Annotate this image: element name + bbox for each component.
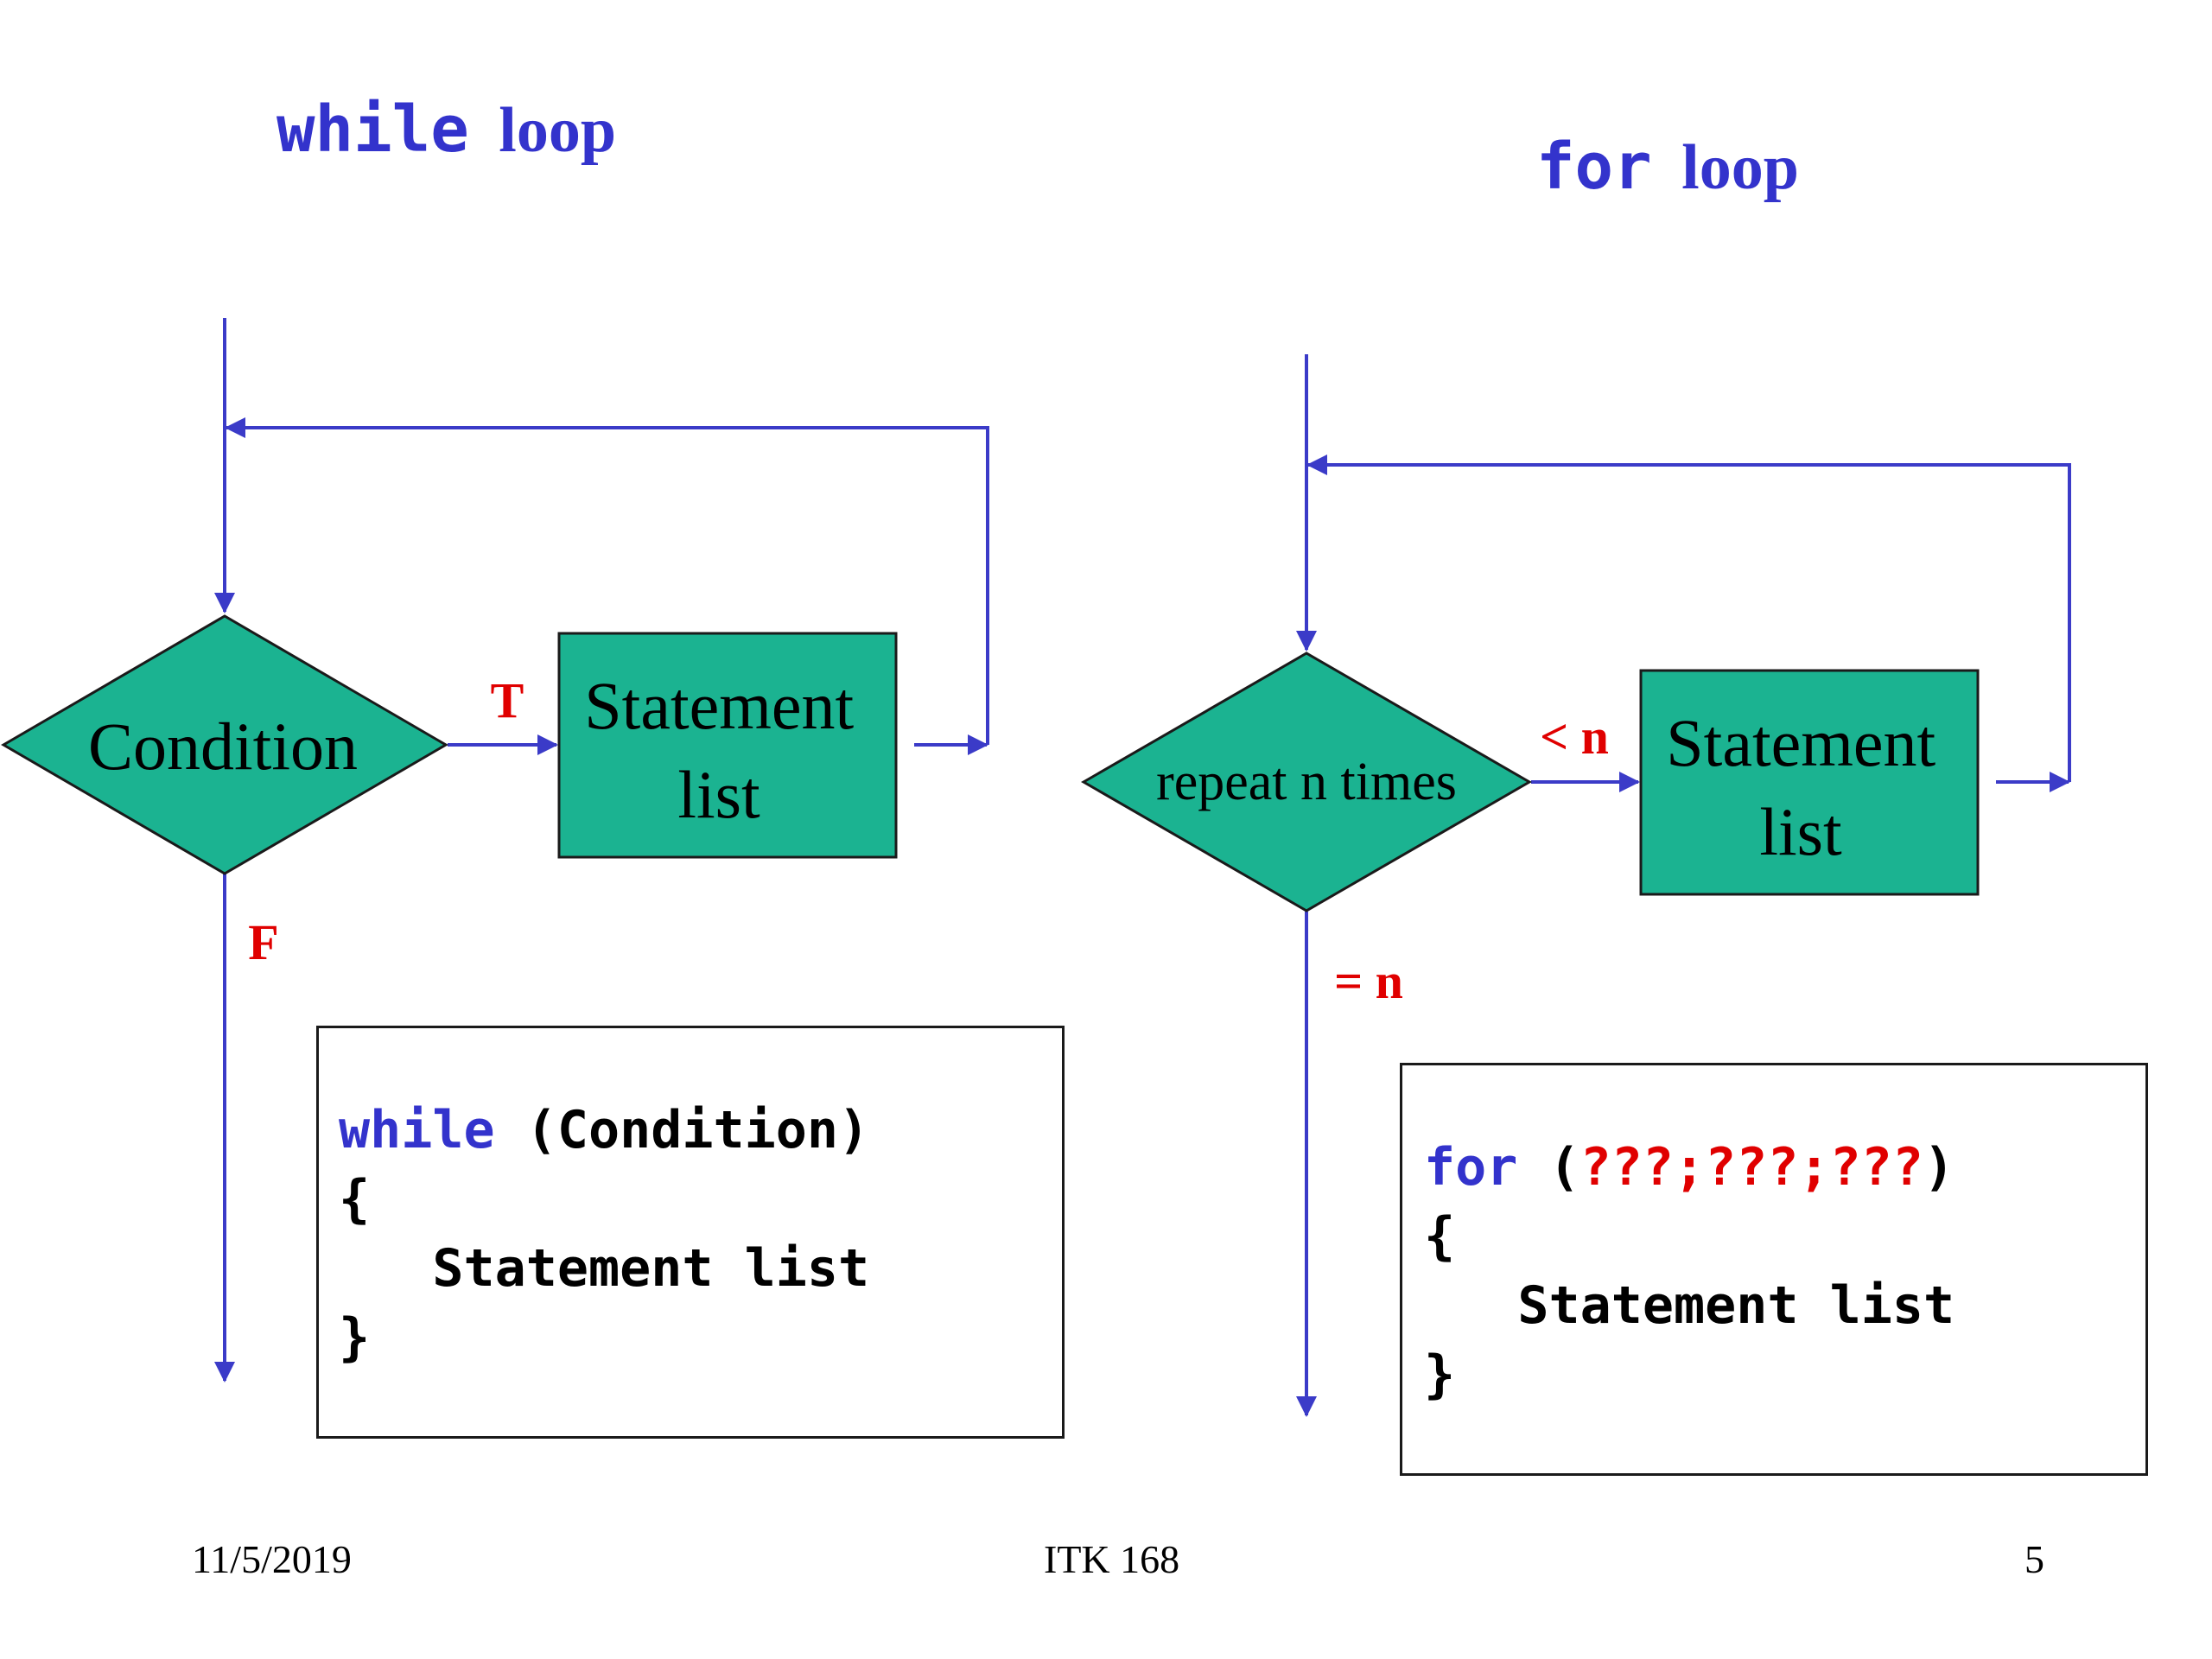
- while-false-label: F: [248, 914, 278, 970]
- while-true-label: T: [491, 672, 524, 728]
- footer-date: 11/5/2019: [192, 1537, 352, 1581]
- while-code-header: (Condition): [494, 1100, 870, 1160]
- for-statement-label: Statement list: [1666, 705, 1952, 869]
- while-code-body: Statement list: [339, 1238, 870, 1299]
- for-title-text: loop: [1681, 132, 1799, 203]
- for-loopback-arrow: [1306, 454, 2071, 782]
- while-code-snippet: while (Condition) { Statement list }: [339, 1096, 869, 1372]
- for-code-box: [1400, 1063, 2148, 1476]
- for-code-paren-open: (: [1517, 1137, 1580, 1198]
- for-code-paren-close: ): [1923, 1137, 1955, 1198]
- while-condition-label: Condition: [88, 709, 358, 784]
- for-connectors: [1296, 354, 2071, 1417]
- for-title: for loop: [1536, 130, 1799, 204]
- while-statement-label: Statement list: [584, 668, 870, 832]
- for-true-label: < n: [1540, 709, 1609, 765]
- while-title-text: loop: [499, 95, 616, 166]
- for-statement-box: [1639, 669, 1980, 896]
- for-code-open-brace: {: [1424, 1206, 1456, 1267]
- while-code-keyword: while: [339, 1100, 495, 1160]
- while-statement-box: [557, 632, 898, 859]
- for-false-label: = n: [1334, 953, 1403, 1009]
- while-loopback-arrow: [225, 417, 989, 745]
- while-title: while loop: [276, 92, 616, 167]
- footer-page-number: 5: [2024, 1537, 2044, 1581]
- for-condition-label: repeat n times: [1156, 753, 1457, 811]
- for-code-keyword: for: [1424, 1137, 1518, 1198]
- footer-course: ITK 168: [1044, 1537, 1180, 1581]
- for-title-code: for: [1536, 130, 1652, 204]
- for-statement-line1: Statement: [1666, 705, 1936, 780]
- while-code-box: [316, 1026, 1065, 1439]
- while-connectors: [214, 318, 989, 1382]
- for-code-header-placeholder: ???;???;???: [1580, 1137, 1923, 1198]
- while-code-open-brace: {: [339, 1169, 371, 1230]
- while-statement-line1: Statement: [584, 668, 854, 743]
- for-condition-diamond: [1081, 652, 1532, 912]
- for-code-snippet: for (???;???;???) { Statement list }: [1424, 1133, 1955, 1409]
- while-code-close-brace: }: [339, 1307, 371, 1368]
- while-condition-diamond: [1, 614, 448, 875]
- while-title-code: while: [276, 92, 469, 167]
- for-code-body: Statement list: [1424, 1275, 1955, 1336]
- for-statement-line2: list: [1759, 794, 1842, 869]
- while-statement-line2: list: [677, 757, 760, 832]
- for-code-close-brace: }: [1424, 1344, 1456, 1405]
